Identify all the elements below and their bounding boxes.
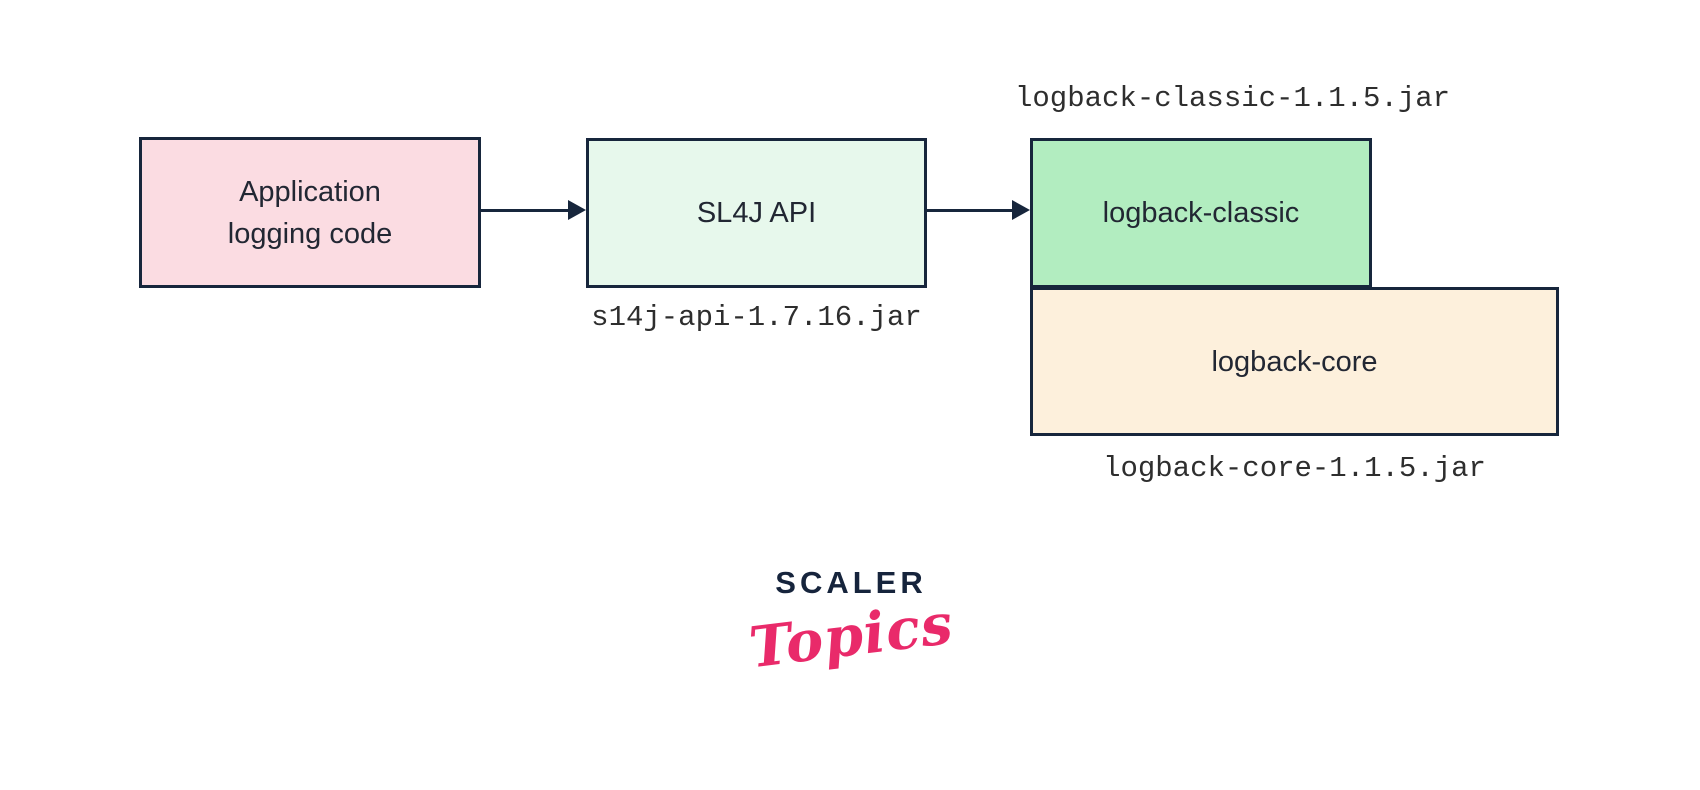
scaler-topics-logo: SCALER Topics	[701, 565, 1001, 681]
jar-label-logback-classic: logback-classic-1.1.5.jar	[1015, 82, 1451, 115]
arrow-app-to-slf4j	[481, 200, 586, 221]
scaler-wordmark: SCALER	[775, 565, 927, 600]
jar-label-logback-core: logback-core-1.1.5.jar	[1103, 452, 1486, 485]
logback-classic-label: logback-classic	[1102, 197, 1300, 229]
arrow-head-icon	[1012, 200, 1030, 220]
arrow-slf4j-to-logback-classic	[927, 200, 1030, 221]
application-logging-code-box: Application logging code	[139, 137, 481, 288]
application-logging-code-label: Application logging code	[227, 175, 393, 250]
jar-label-slf4j-api: s14j-api-1.7.16.jar	[591, 301, 922, 334]
slf4j-api-label: SL4J API	[696, 197, 817, 229]
topics-wordmark: Topics	[745, 590, 957, 682]
logback-core-label: logback-core	[1211, 345, 1378, 378]
logback-classic-box: logback-classic	[1030, 138, 1372, 288]
slf4j-api-box: SL4J API	[586, 138, 927, 288]
arrow-line	[481, 209, 569, 212]
arrow-head-icon	[568, 200, 586, 220]
arrow-line	[927, 209, 1013, 212]
logback-core-box: logback-core	[1030, 287, 1559, 436]
